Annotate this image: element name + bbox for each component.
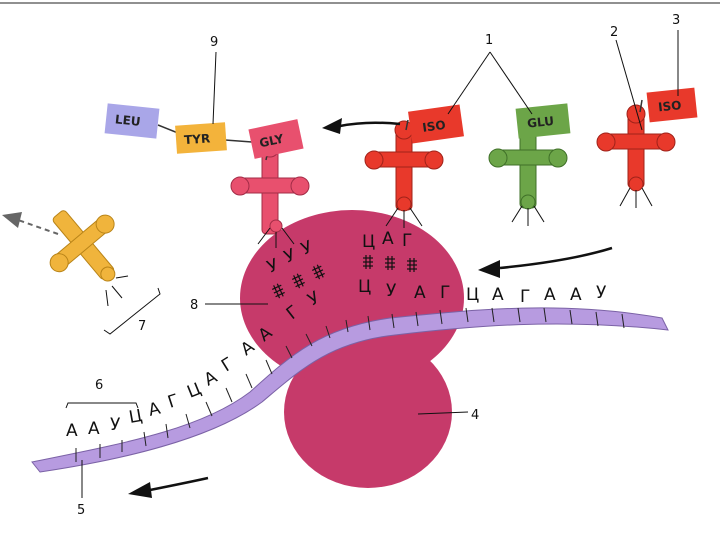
mrna-base: А [570, 285, 582, 305]
svg-text:LEU: LEU [114, 112, 141, 129]
amino-acid-gly: GLY [248, 119, 304, 159]
anticodon-base: Г [402, 231, 412, 251]
mrna-strand [31, 307, 669, 473]
mrna-base: Г [440, 283, 450, 303]
label-7: 7 [138, 319, 146, 334]
peptide-bond [157, 124, 179, 134]
label-9: 9 [210, 35, 218, 50]
svg-text:ISO: ISO [657, 98, 682, 114]
mrna-tick [543, 307, 547, 323]
mrna-tick [345, 319, 349, 333]
mrna-base: У [110, 415, 121, 435]
mrna-tick [205, 401, 213, 417]
leader-2 [615, 39, 643, 131]
label-4: 4 [471, 408, 479, 423]
arrow-trna-entry [478, 246, 613, 278]
amino-acid-glu: GLU [515, 103, 571, 139]
amino-acid-iso-bound: ISO [408, 104, 464, 144]
mrna-base: У [386, 281, 397, 301]
mrna-base: А [66, 421, 78, 441]
svg-text:ISO: ISO [421, 118, 446, 135]
mrna-tick [491, 307, 495, 323]
mrna-base: А [492, 285, 504, 305]
leader-1a [447, 51, 491, 115]
mrna-tick [325, 325, 331, 339]
mrna-base: А [414, 283, 426, 303]
svg-text:TYR: TYR [184, 131, 211, 147]
mrna-base: А [544, 285, 556, 305]
trna-iso-free [596, 104, 676, 208]
mrna-tick [165, 423, 169, 439]
leader-4 [417, 411, 469, 415]
svg-text:GLU: GLU [526, 114, 554, 131]
amino-acid-stem [405, 119, 409, 131]
leader-9 [212, 51, 217, 125]
arrow-mrna-direction [128, 476, 209, 498]
amino-acid-iso-free: ISO [646, 87, 698, 123]
mrna-tick [285, 345, 293, 359]
mrna-tick [569, 309, 573, 325]
mrna-tick-marks [75, 307, 625, 462]
mrna-base: А [201, 367, 221, 390]
trna-exiting [49, 210, 116, 282]
amino-acid-stem [639, 99, 643, 113]
mrna-tick [391, 313, 395, 329]
arrow-chain-direction [322, 118, 401, 134]
mrna-tick [517, 307, 521, 323]
amino-acid-leu: LEU [104, 103, 160, 139]
mrna-tick [439, 309, 443, 325]
mrna-base: Г [520, 287, 530, 307]
mrna-base: Ц [466, 285, 479, 305]
label-6: 6 [95, 378, 103, 393]
label-8: 8 [190, 298, 198, 313]
mrna-base: А [146, 399, 162, 421]
arrow-trna-exit [2, 212, 59, 235]
mrna-base: У [596, 283, 607, 303]
mrna-tick [367, 315, 371, 331]
ribosome-large-subunit [240, 210, 464, 386]
iso-anticodon: Ц А Г [362, 229, 412, 252]
mrna-base: Ц [184, 379, 204, 402]
amino-acid-tyr: TYR [175, 122, 227, 154]
label-2: 2 [610, 25, 618, 40]
mrna-base: Ц [127, 406, 143, 428]
trna-exiting-legs [105, 275, 129, 307]
label-1: 1 [485, 33, 493, 48]
mrna-tick [265, 359, 273, 375]
trna-glu [488, 118, 568, 226]
mrna-tick [465, 307, 469, 323]
label-5: 5 [77, 503, 85, 518]
leader-1b [489, 51, 533, 115]
bracket-7 [103, 287, 161, 335]
mrna-tick [621, 313, 625, 329]
anticodon-base: А [382, 229, 394, 249]
peptide-bond [224, 139, 253, 143]
svg-text:GLY: GLY [258, 132, 285, 151]
mrna-tick [415, 311, 419, 327]
label-3: 3 [672, 13, 680, 28]
mrna-base: Г [165, 391, 181, 413]
mrna-base: Г [218, 354, 237, 376]
mrna-tick [225, 387, 233, 403]
mrna-tick [143, 431, 147, 447]
hydrogen-bonds [271, 255, 417, 299]
mrna-base: Ц [358, 277, 371, 297]
mrna-base: А [88, 419, 100, 439]
anticodon-base: Ц [362, 232, 375, 252]
mrna-tick [305, 333, 313, 347]
mrna-tick [245, 373, 253, 389]
bracket-6 [65, 402, 139, 409]
trna-iso-bound [364, 120, 444, 228]
mrna-tick [595, 311, 599, 327]
mrna-tick [185, 413, 191, 429]
